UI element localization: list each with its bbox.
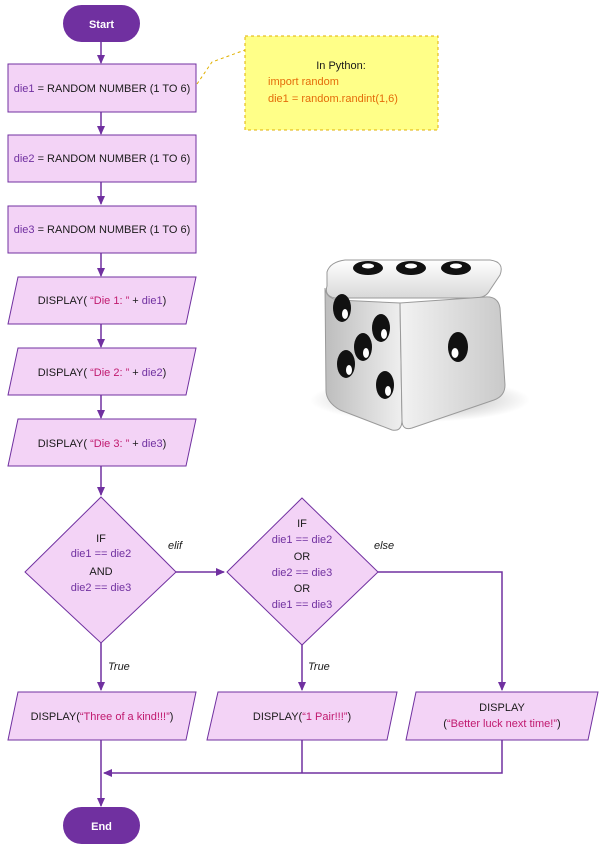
decision2-or1: OR: [294, 551, 311, 563]
svg-text:DISPLAY( “Die 1: ” + die1): DISPLAY( “Die 1: ” + die1): [38, 295, 167, 307]
svg-text:DISPLAY(“Three of a kind!!!”): DISPLAY(“Three of a kind!!!”): [31, 711, 174, 723]
end-label: End: [91, 821, 112, 833]
svg-text:DISPLAY(“1 Pair!!!”): DISPLAY(“1 Pair!!!”): [253, 711, 351, 723]
string-pair: “1 Pair!!!”: [302, 711, 348, 723]
process-die2-text: = RANDOM NUMBER (1 TO 6): [35, 153, 191, 165]
arrow-decision2-else: [378, 571, 506, 691]
string-die1: “Die 1: ”: [90, 295, 129, 307]
decision2-if: IF: [297, 518, 307, 530]
label-elif: elif: [168, 540, 183, 552]
start-terminal: Start: [63, 5, 140, 42]
decision1-if: IF: [96, 533, 106, 545]
process-die3-text: = RANDOM NUMBER (1 TO 6): [35, 224, 191, 236]
display-die3: DISPLAY( “Die 3: ” + die3): [7, 418, 197, 467]
string-die3: “Die 3: ”: [90, 438, 129, 450]
output-better-luck: DISPLAY (“Better luck next time!”): [405, 691, 599, 741]
connectors: [97, 42, 506, 807]
label-else: else: [374, 540, 394, 552]
decision-three-of-kind: IF die1 == die2 AND die2 == die3: [24, 496, 177, 644]
output-pair: DISPLAY(“1 Pair!!!”): [206, 691, 398, 741]
python-note: In Python: import random die1 = random.r…: [244, 35, 439, 131]
display-die1: DISPLAY( “Die 1: ” + die1): [7, 276, 197, 325]
start-label: Start: [89, 19, 114, 31]
svg-text:die3 = RANDOM NUMBER (1 TO 6): die3 = RANDOM NUMBER (1 TO 6): [14, 224, 191, 236]
svg-text:(“Better luck next time!”): (“Better luck next time!”): [443, 718, 560, 730]
decision-pair: IF die1 == die2 OR die2 == die3 OR die1 …: [226, 497, 379, 646]
display-die2: DISPLAY( “Die 2: ” + die2): [7, 347, 197, 396]
decision1-and: AND: [89, 566, 112, 578]
svg-text:die1 = RANDOM NUMBER (1 TO 6): die1 = RANDOM NUMBER (1 TO 6): [14, 83, 191, 95]
string-better-luck: “Better luck next time!”: [447, 718, 557, 730]
arrow-merge: [103, 740, 503, 777]
output-three-of-kind: DISPLAY(“Three of a kind!!!”): [7, 691, 197, 741]
var-die2: die2: [14, 153, 35, 165]
output-luck-display: DISPLAY: [479, 702, 525, 714]
string-three-of-kind: “Three of a kind!!!”: [80, 711, 170, 723]
process-die3: die3 = RANDOM NUMBER (1 TO 6): [7, 205, 197, 254]
var-die3: die3: [14, 224, 35, 236]
process-die1-text: = RANDOM NUMBER (1 TO 6): [35, 83, 191, 95]
string-die2: “Die 2: ”: [90, 367, 129, 379]
process-die1: die1 = RANDOM NUMBER (1 TO 6): [7, 63, 197, 113]
svg-text:DISPLAY( “Die 2: ” + die2): DISPLAY( “Die 2: ” + die2): [38, 367, 167, 379]
decision2-or2: OR: [294, 583, 311, 595]
svg-text:DISPLAY( “Die 3: ” + die3): DISPLAY( “Die 3: ” + die3): [38, 438, 167, 450]
decision1-cond2: die2 == die3: [71, 582, 132, 594]
label-true-1: True: [108, 661, 130, 673]
decision2-cond3: die1 == die3: [272, 599, 333, 611]
end-terminal: End: [63, 807, 140, 844]
label-true-2: True: [308, 661, 330, 673]
note-title: In Python:: [316, 60, 366, 72]
decision2-cond1: die1 == die2: [272, 534, 333, 546]
var-die1: die1: [14, 83, 35, 95]
decision1-cond1: die1 == die2: [71, 548, 132, 560]
note-connector: [196, 49, 246, 85]
dice-icon: [310, 259, 530, 431]
decision2-cond2: die2 == die3: [272, 567, 333, 579]
note-line-randint: die1 = random.randint(1,6): [268, 93, 398, 105]
svg-text:die2 = RANDOM NUMBER (1 TO 6): die2 = RANDOM NUMBER (1 TO 6): [14, 153, 191, 165]
note-line-import: import random: [268, 76, 339, 88]
process-die2: die2 = RANDOM NUMBER (1 TO 6): [7, 134, 197, 183]
